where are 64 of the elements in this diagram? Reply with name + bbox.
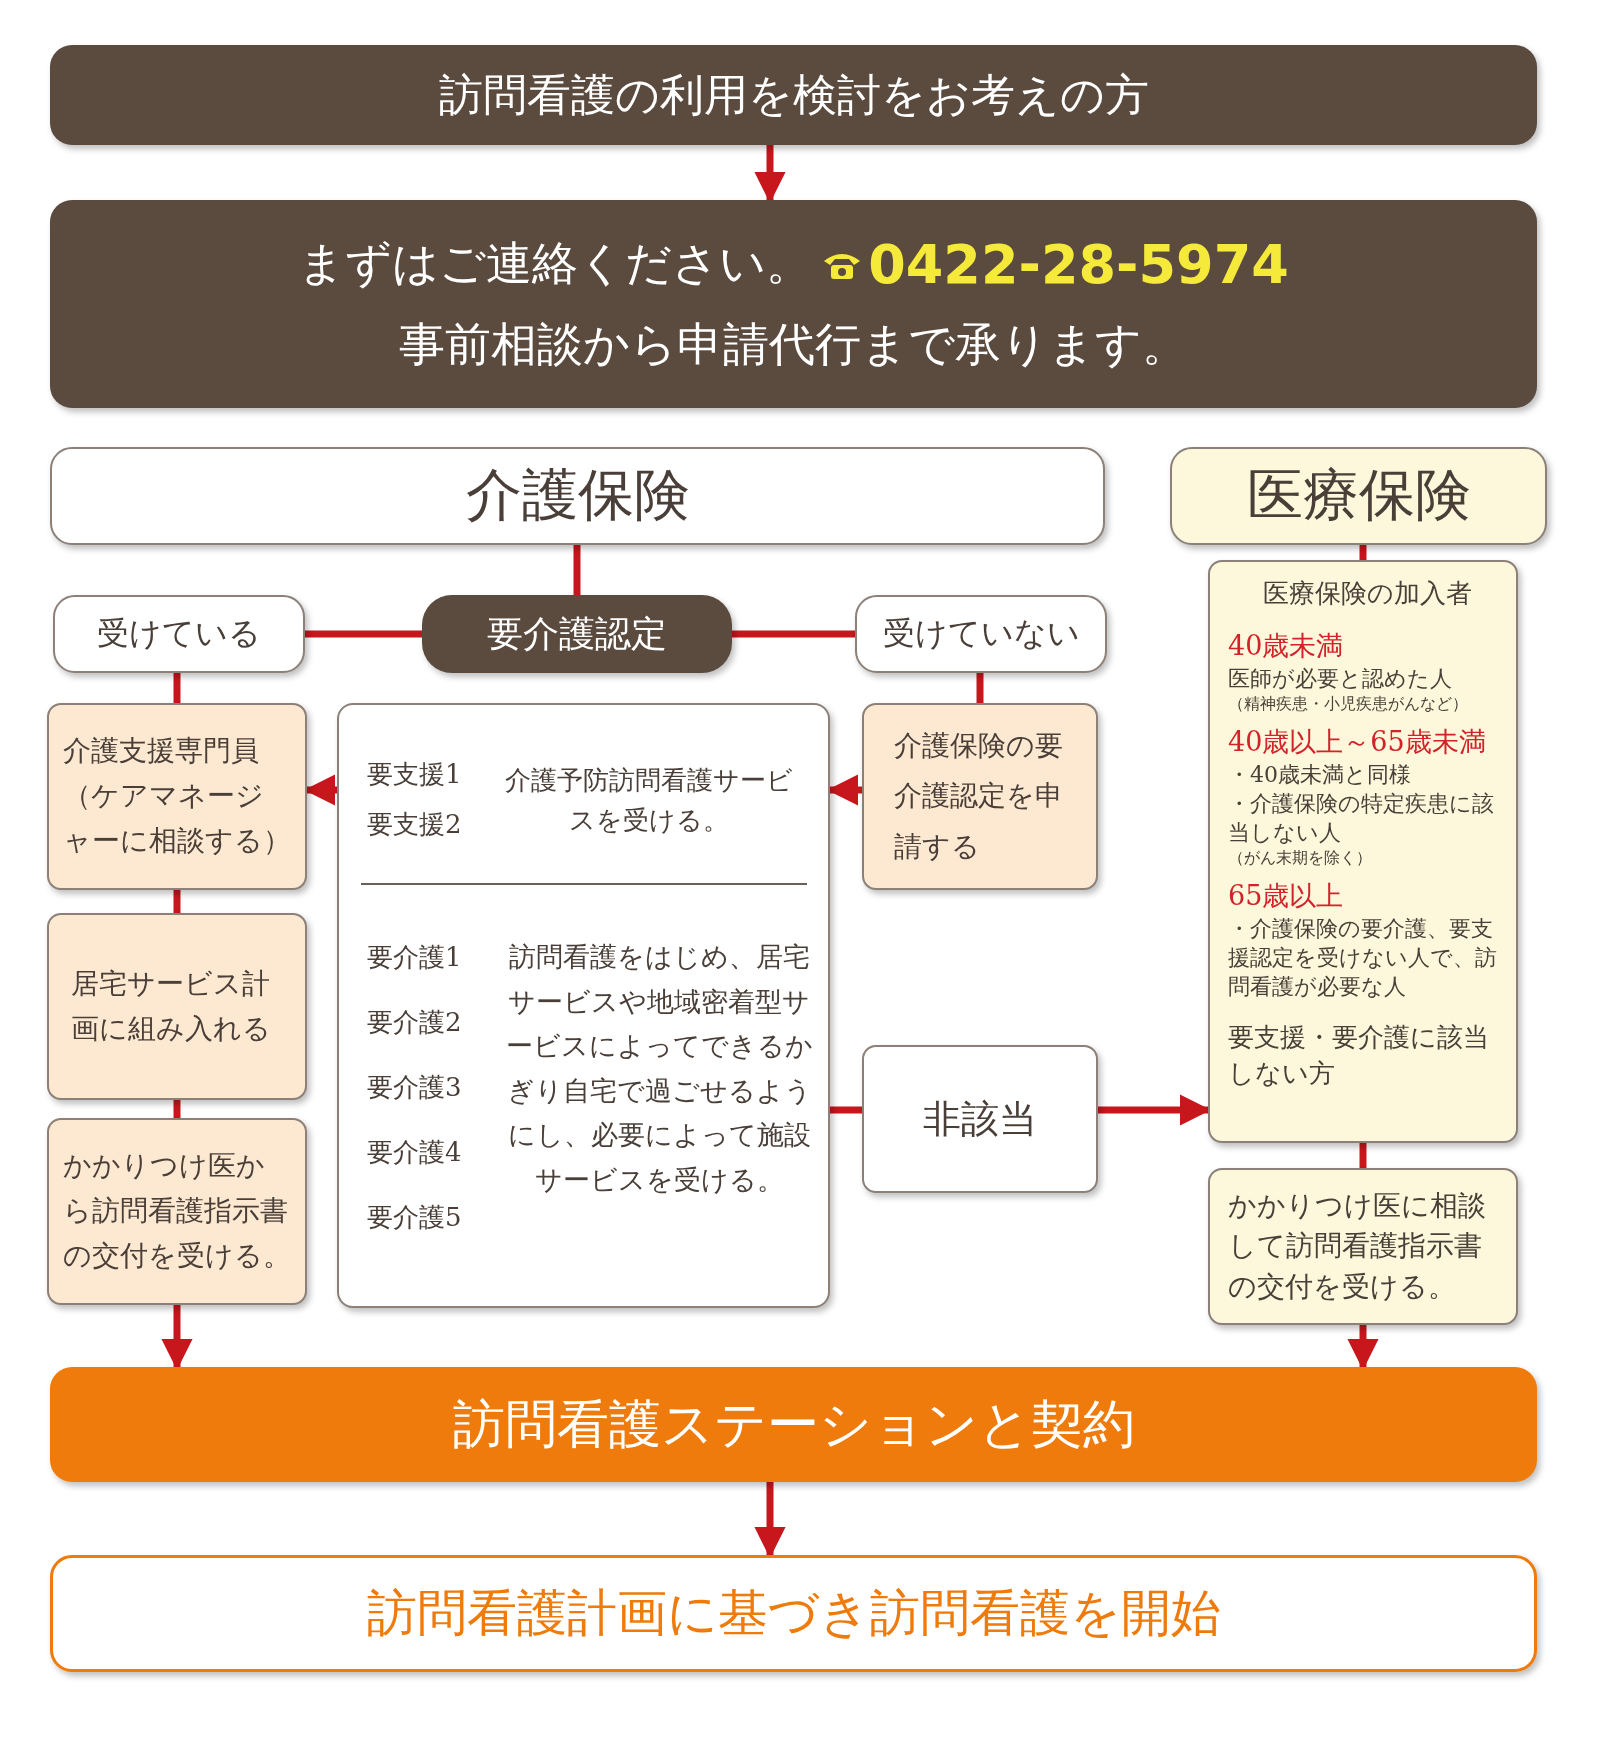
process-box [47, 703, 307, 890]
process-box [1208, 1168, 1518, 1325]
age-heading: 40歳以上～65歳未満 [1228, 725, 1486, 760]
age-heading: 40歳未満 [1228, 629, 1344, 664]
level-label: 要支援2 [367, 808, 462, 841]
header-banner [50, 45, 1537, 145]
process-box [862, 1045, 1098, 1193]
box-text: 訪問看護の利用を検討をお考えの方 [438, 67, 1149, 122]
connector-line [976, 673, 984, 703]
level-label: 要介護5 [367, 1201, 462, 1234]
connector-line [305, 630, 422, 638]
connector-line [573, 545, 581, 595]
box-text: 訪問看護ステーションと契約 [452, 1392, 1135, 1456]
box-text: 居宅サービス計画に組み入れる [71, 965, 272, 1047]
box-text: 受けていない [882, 613, 1080, 654]
branch-box [53, 595, 305, 673]
phone-number: 0422-28-5974 [868, 232, 1289, 296]
box-text: 医療保険 [1246, 461, 1471, 529]
body-text: 介護予防訪問看護サービスを受ける。 [504, 764, 794, 838]
result-banner [50, 1367, 1537, 1482]
heading-text: 医療保険の加入者 [1262, 577, 1472, 610]
box-text: 要介護認定 [487, 611, 667, 656]
connector-line [173, 890, 181, 913]
process-box [47, 913, 307, 1100]
connector-line [1359, 1143, 1367, 1168]
level-label: 要介護4 [367, 1136, 462, 1169]
connector-line [1359, 545, 1367, 560]
connector-line [173, 1100, 181, 1118]
info-panel [337, 703, 830, 1308]
process-box [47, 1118, 307, 1305]
note-text: （精神疾患・小児疾患がんなど） [1228, 692, 1468, 715]
body-text: ・40歳未満と同様 [1228, 760, 1411, 789]
process-box [862, 703, 1098, 890]
level-label: 要介護3 [367, 1071, 462, 1104]
box-text: かかりつけ医に相談して訪問看護指示書の交付を受ける。 [1228, 1187, 1487, 1305]
level-label: 要支援1 [367, 758, 462, 791]
category-box [1170, 447, 1547, 545]
box-text: 訪問看護計画に基づき訪問看護を開始 [366, 1583, 1221, 1644]
criteria-panel [1208, 560, 1518, 1143]
box-text: 介護保険の要介護認定を申請する [894, 727, 1064, 865]
box-text: 介護支援専門員（ケアマネージャーに相談する） [63, 733, 291, 859]
note-text: （がん末期を除く） [1228, 846, 1372, 868]
box-text: 非該当 [923, 1095, 1037, 1143]
contact-banner [50, 200, 1537, 408]
box-text: 受けている [97, 613, 261, 654]
body-text: 要支援・要介護に該当しない方 [1228, 1020, 1490, 1090]
category-box [50, 447, 1105, 545]
box-text: かかりつけ医から訪問看護指示書の交付を受ける。 [63, 1148, 291, 1274]
age-heading: 65歳以上 [1228, 878, 1344, 913]
subheading-text: 事前相談から申請代行まで承ります。 [398, 315, 1189, 373]
box-text: 介護保険 [465, 461, 690, 529]
level-label: 要介護2 [367, 1006, 462, 1039]
connector-line [173, 673, 181, 703]
body-text: 医師が必要と認めた人 [1228, 664, 1452, 693]
level-label: 要介護1 [367, 941, 462, 974]
result-banner [50, 1555, 1537, 1672]
body-text: ・介護保険の特定疾患に該当しない人 [1228, 789, 1495, 847]
branch-box [855, 595, 1107, 673]
body-text: 訪問看護をはじめ、居宅サービスや地域密着型サービスによってできるかぎり自宅で過ごせるようにし、必要によって施設サービスを受ける。 [504, 940, 814, 1197]
connector-line [732, 630, 855, 638]
body-text: ・介護保険の要介護、要支援認定を受けない人で、訪問看護が必要な人 [1228, 914, 1498, 1001]
decision-pill [422, 595, 732, 673]
heading-text: まずはご連絡ください。 [298, 235, 813, 292]
connector-line [830, 1106, 862, 1114]
